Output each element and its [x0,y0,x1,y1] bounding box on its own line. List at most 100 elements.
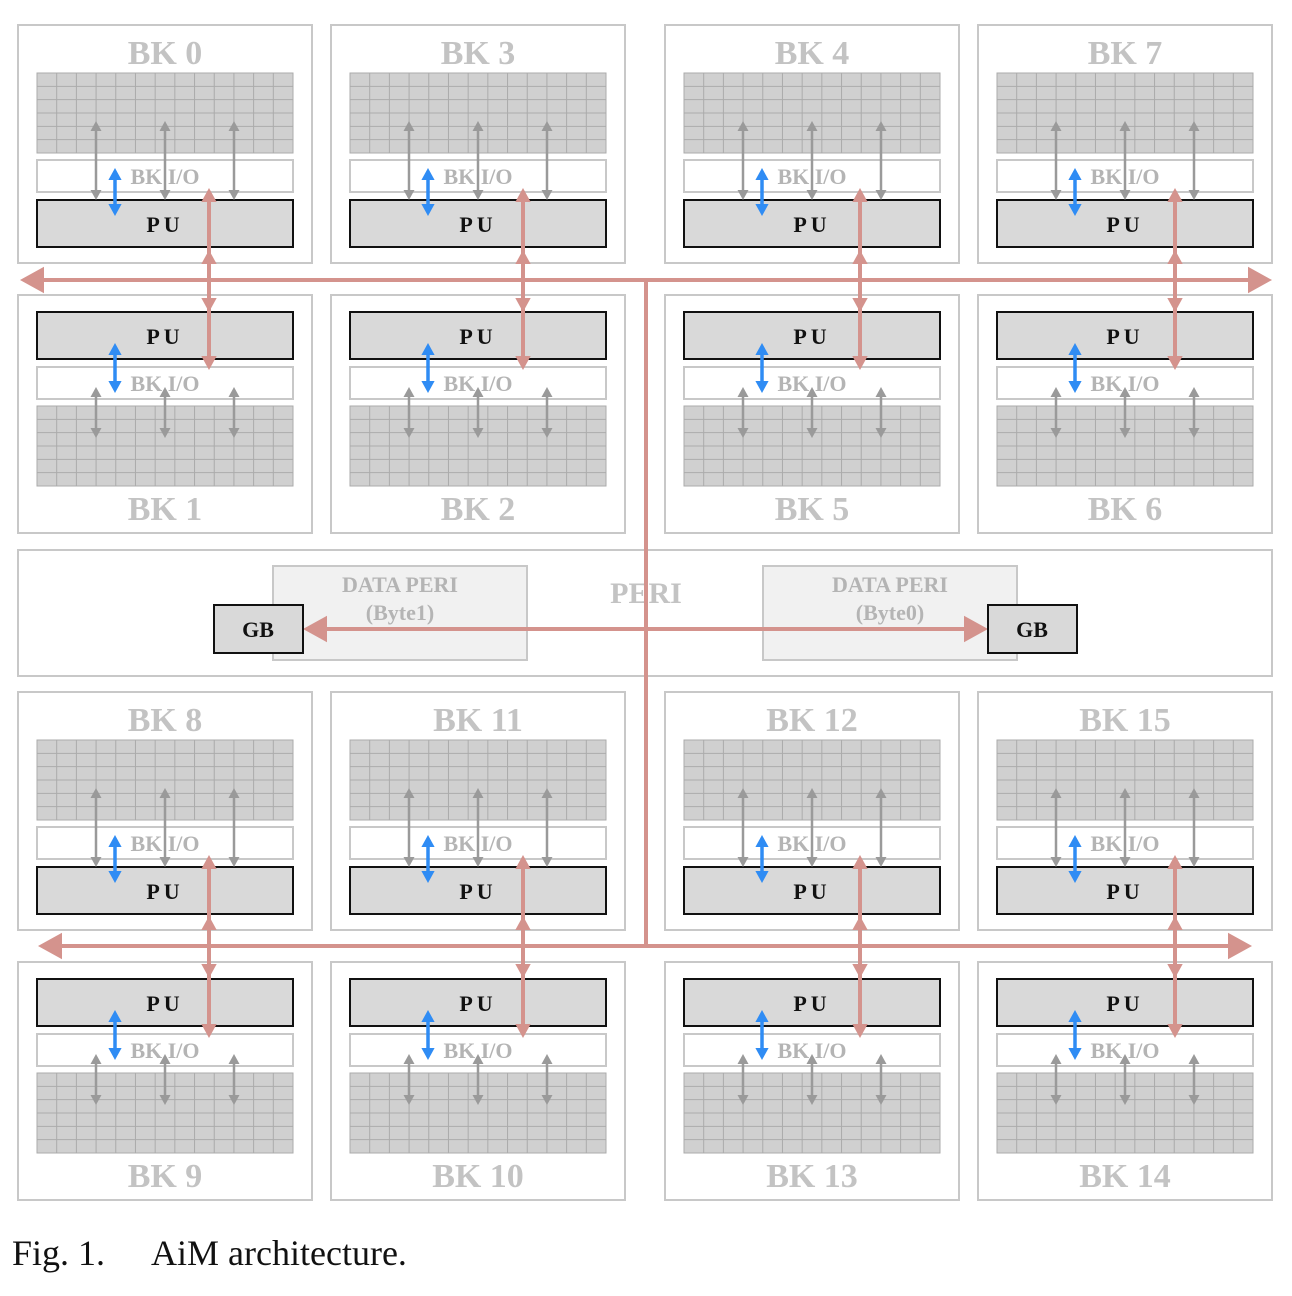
cell-io-arrow [159,788,171,867]
cell-io-arrow-head-up [541,121,553,131]
cell-io-arrow-head-down [1119,428,1131,438]
cell-io-arrow [1119,788,1131,867]
cell-io-arrow-head-down [875,190,887,200]
cell-io-arrow-head-up [472,788,484,798]
pu-io-arrow [108,835,122,883]
cell-io-arrow-head-down [806,857,818,867]
cell-io-arrow [228,387,240,438]
cell-io-arrow [875,387,887,438]
pu-box [36,311,294,360]
cell-io-arrow-head-up [1119,1054,1131,1064]
bank-label: BK 11 [433,702,523,739]
pu-io-arrow [1068,1010,1082,1060]
pu-label: PU [793,212,830,237]
cell-io-arrow-head-up [806,121,818,131]
top-global-bus-head-right [1248,266,1272,294]
bus-junction-arrow [1167,964,1183,978]
pu-io-arrow-head-up [1068,343,1082,355]
cell-io-arrow-head-up [875,788,887,798]
pu-io-arrow-head-up [421,343,435,355]
cell-io-arrow-head-up [1188,1054,1200,1064]
cell-io-arrow-head-down [1119,1095,1131,1105]
gb-bus [303,615,988,643]
cell-io-arrow [1119,1054,1131,1105]
cell-io-arrow-head-down [1119,857,1131,867]
cell-io-arrow [875,1054,887,1105]
pu-bus-tap-head-up [201,188,217,202]
cell-io-arrow [737,387,749,438]
cell-io-arrow-head-up [90,788,102,798]
pu-bus-tap-head-down [1167,356,1183,370]
pu-bus-tap [852,188,868,370]
pu-bus-tap-head-up [1167,188,1183,202]
cell-io-arrow-head-up [1050,1054,1062,1064]
cell-io-arrow-head-down [1188,428,1200,438]
cell-io-arrow-head-down [90,190,102,200]
cell-io-arrow [875,788,887,867]
pu-bus-tap [201,855,217,1038]
pu-io-arrow-head-down [1068,204,1082,216]
pu-bus-tap-head-down [1167,1024,1183,1038]
pu-bus-tap-head-up [515,188,531,202]
pu-box [349,311,607,360]
cell-io-arrow-head-down [541,1095,553,1105]
cell-io-arrow-head-down [228,1095,240,1105]
cell-io-arrow [403,387,415,438]
cell-io-arrow [159,121,171,200]
cell-io-arrow [159,387,171,438]
cell-io-arrow [90,788,102,867]
cell-io-arrow-head-down [403,190,415,200]
cell-io-arrow [1050,121,1062,200]
pu-io-arrow-head-up [108,1010,122,1022]
cell-io-arrow-head-up [737,1054,749,1064]
top-global-bus [20,266,1272,294]
cell-io-arrow-head-up [1188,387,1200,397]
bus-junction-arrow [1167,250,1183,264]
pu-io-arrow-head-up [108,835,122,847]
pu-label: PU [459,212,496,237]
pu-io-arrow [755,168,769,216]
pu-box [349,866,607,915]
pu-label: PU [146,324,183,349]
cell-io-arrow-head-down [159,857,171,867]
cell-io-arrow [541,1054,553,1105]
memory-cell-array [996,405,1254,487]
cell-io-arrow-head-up [472,387,484,397]
pu-io-arrow [421,1010,435,1060]
data-peri-subtitle: (Byte0) [856,600,924,625]
pu-label: PU [146,991,183,1016]
cell-io-arrow-head-up [1119,387,1131,397]
bank-label: BK 6 [1088,491,1163,528]
pu-io-arrow [108,1010,122,1060]
bank-4: BK 1BK I/OPU [17,294,313,534]
pu-bus-tap-head-up [852,855,868,869]
pu-io-arrow [755,343,769,393]
cell-io-arrow [90,121,102,200]
bus-junction-arrow [852,916,868,930]
cell-io-arrow-head-up [159,121,171,131]
bank-label: BK 4 [775,35,850,72]
bus-junction-arrow [515,250,531,264]
pu-io-arrow-head-down [421,204,435,216]
cell-io-arrow-head-down [403,428,415,438]
cell-io-arrow-head-down [472,857,484,867]
pu-box [349,199,607,248]
pu-box [996,311,1254,360]
pu-io-arrow-head-up [421,168,435,180]
pu-box [36,199,294,248]
bottom-global-bus [38,932,1252,960]
cell-io-arrow [541,121,553,200]
cell-io-arrow [1188,387,1200,438]
cell-io-arrow-head-down [737,428,749,438]
pu-bus-tap [515,188,531,370]
bank-6: BK 5BK I/OPU [664,294,960,534]
cell-io-arrow-head-up [228,1054,240,1064]
pu-label: PU [146,879,183,904]
bank-io-box [996,1033,1254,1067]
cell-io-arrow [90,387,102,438]
cell-io-arrow [228,788,240,867]
